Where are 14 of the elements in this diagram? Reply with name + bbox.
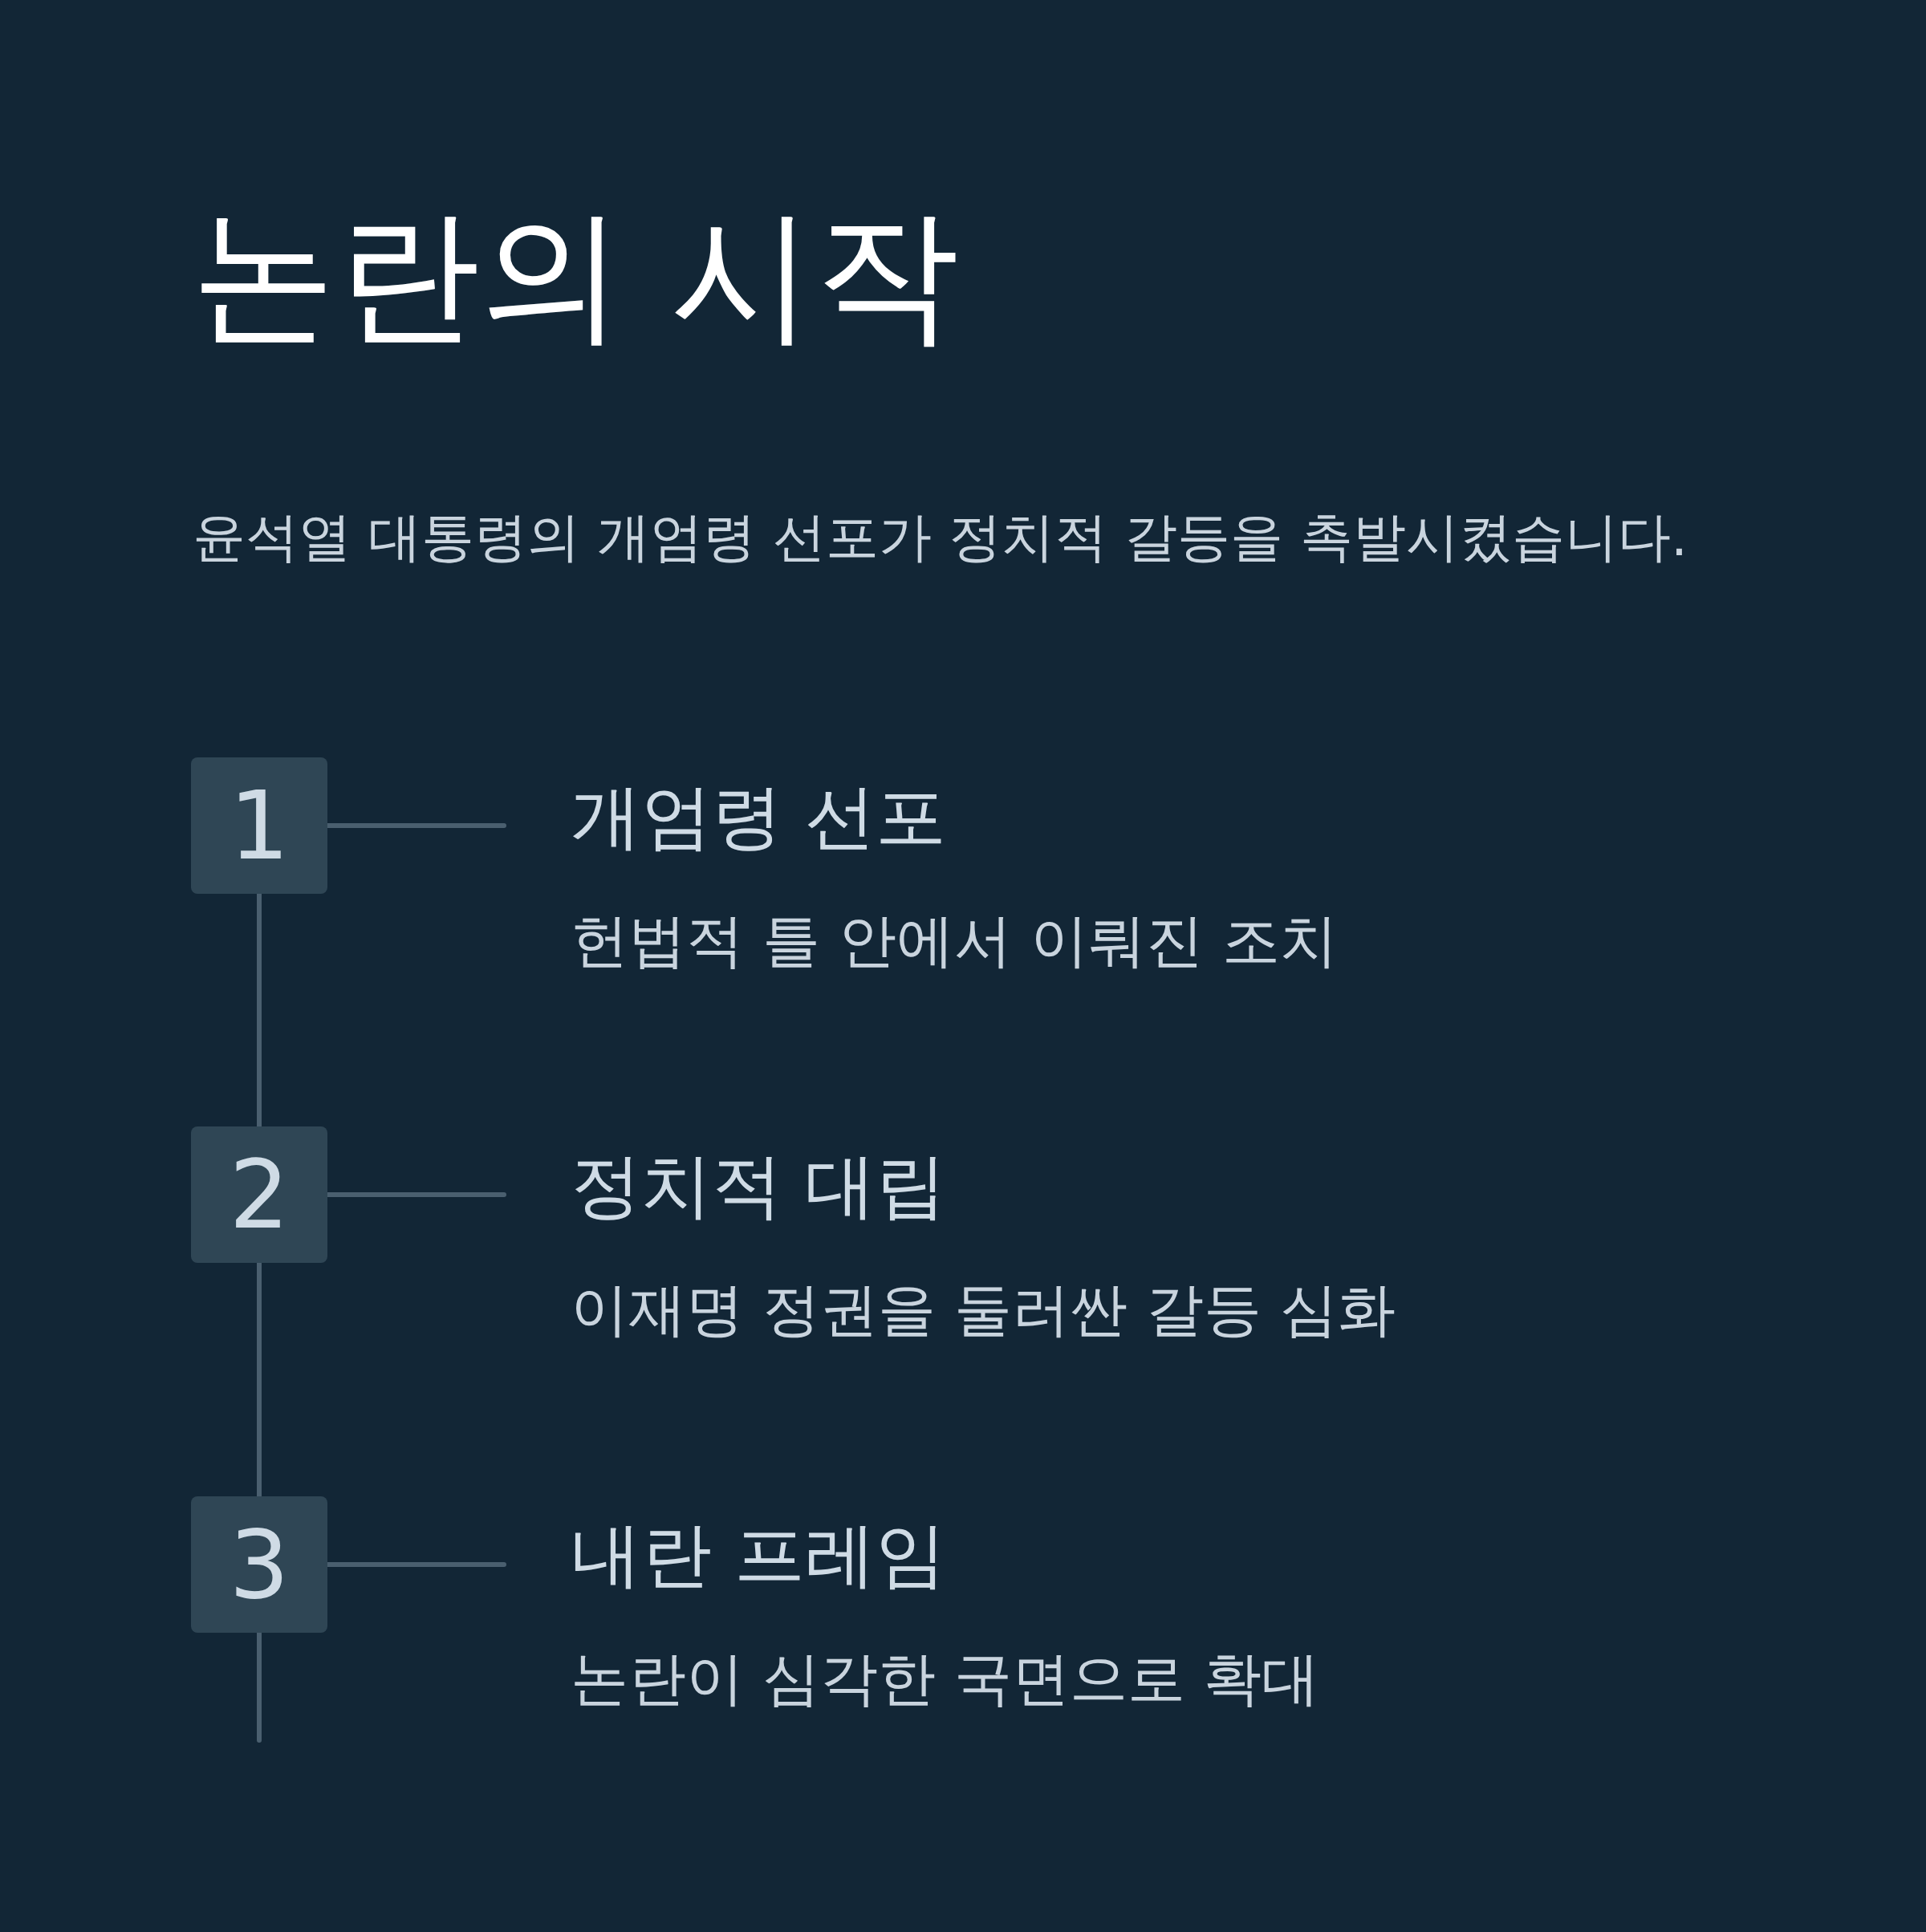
- connector-line: [257, 891, 262, 1129]
- step-description: 논란이 심각한 국면으로 확대: [571, 1644, 1320, 1714]
- connector-line: [257, 1260, 262, 1499]
- step-description: 헌법적 틀 안에서 이뤄진 조치: [571, 906, 1339, 976]
- step-number-badge: 1: [191, 757, 327, 894]
- connector-line: [257, 1630, 262, 1743]
- step-heading: 정치적 대립: [571, 1143, 947, 1228]
- step-heading: 내란 프레임: [571, 1512, 947, 1597]
- step-number-badge: 2: [191, 1126, 327, 1263]
- step-description: 이재명 정권을 둘러싼 갈등 심화: [571, 1275, 1396, 1345]
- title: 논란의 시작: [191, 190, 960, 360]
- step-heading: 개엄령 선포: [571, 774, 947, 859]
- step-number-badge: 3: [191, 1496, 327, 1633]
- subtitle: 윤석열 대통령의 개엄령 선포가 정치적 갈등을 촉발시켰습니다.: [193, 505, 1688, 570]
